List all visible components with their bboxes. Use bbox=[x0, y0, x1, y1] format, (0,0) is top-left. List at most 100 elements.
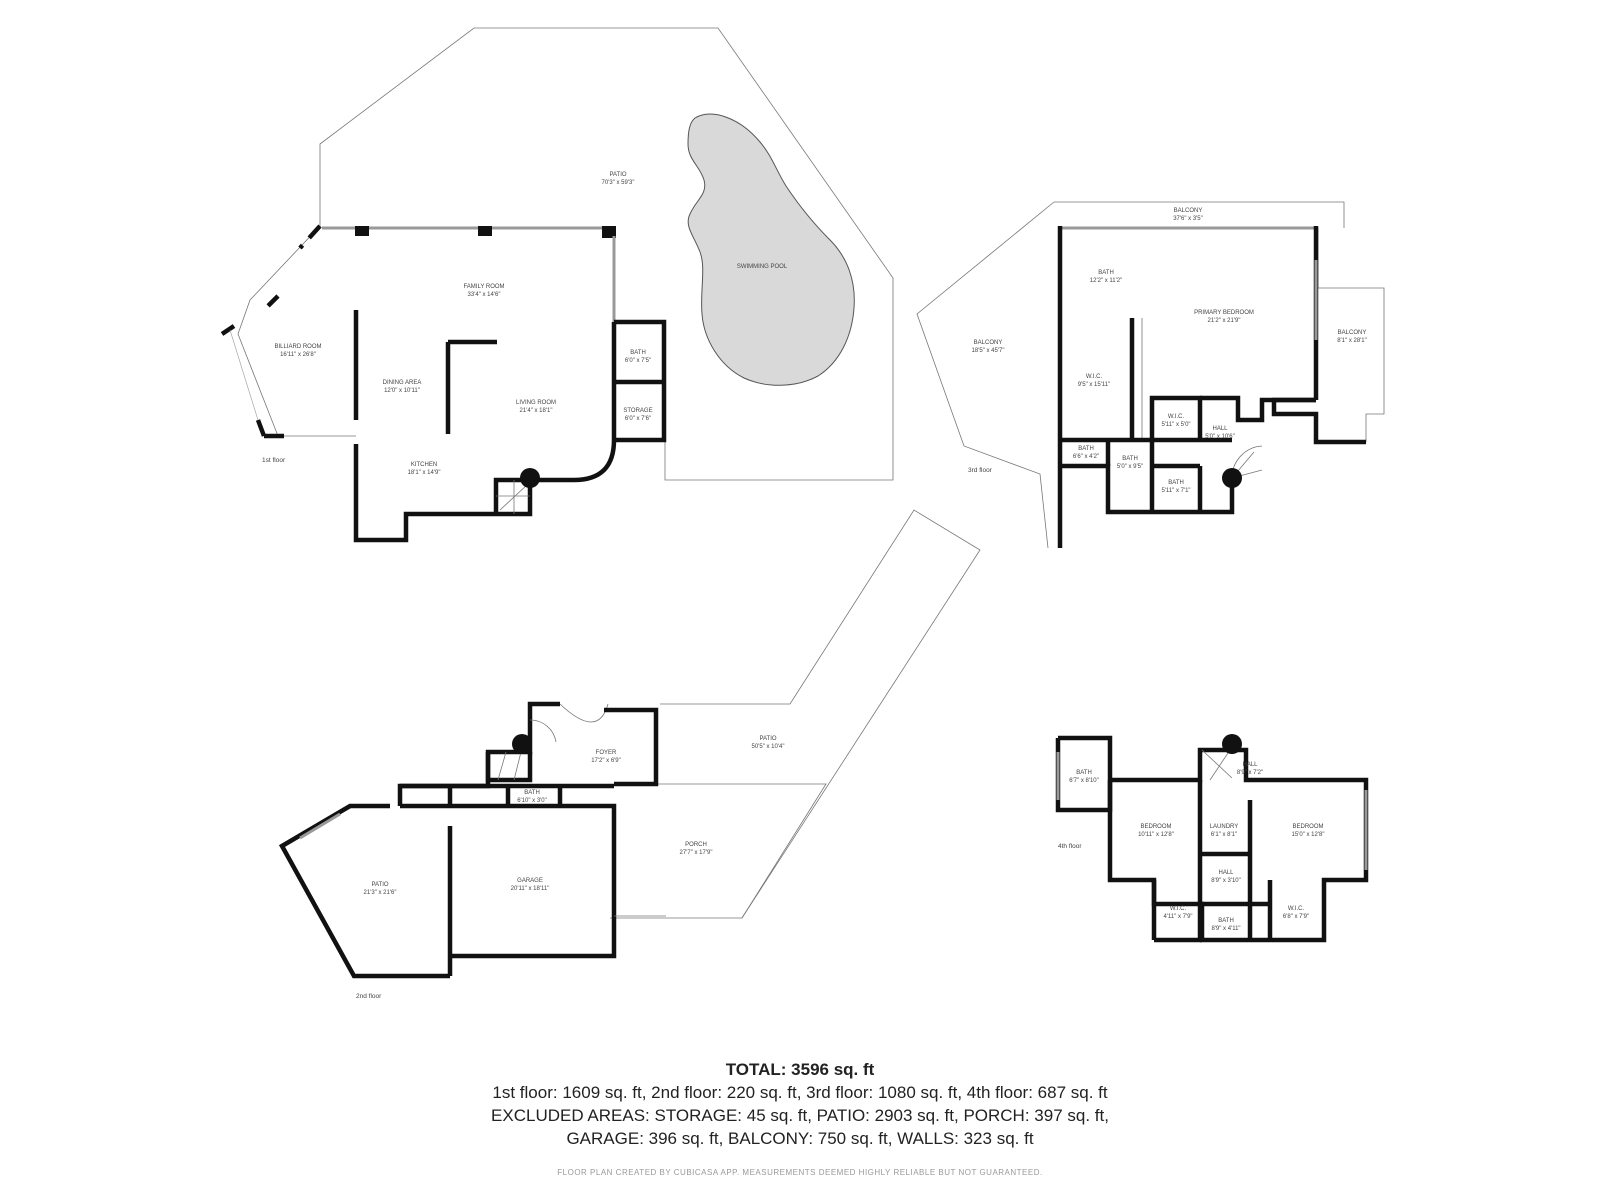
room-dim-bath-b: 5'0" x 9'5" bbox=[1117, 464, 1143, 470]
room-dim-patio-1: 70'3" x 59'3" bbox=[602, 180, 635, 186]
room-dim-balcony-right: 8'1" x 28'1" bbox=[1337, 338, 1367, 344]
first-floor-stair-core bbox=[520, 468, 540, 488]
floor-label-first: 1st floor bbox=[262, 457, 286, 464]
room-name-hall-3: HALL bbox=[1212, 426, 1228, 432]
room-dim-foyer: 17'2" x 6'9" bbox=[591, 758, 621, 764]
walkway-outline bbox=[610, 509, 981, 919]
room-name-pool: SWIMMING POOL bbox=[737, 264, 788, 270]
floor-label-second: 2nd floor bbox=[356, 993, 382, 1000]
first-floor-stair-steps bbox=[496, 480, 530, 514]
swimming-pool bbox=[687, 113, 855, 386]
room-name-wic-left: W.I.C. bbox=[1170, 906, 1187, 912]
room-name-balcony-top: BALCONY bbox=[1174, 208, 1203, 214]
room-dim-bath-top-4: 6'7" x 8'10" bbox=[1069, 778, 1099, 784]
third-inner-south bbox=[1271, 397, 1366, 445]
room-name-kitchen: KITCHEN bbox=[411, 462, 437, 468]
excluded-areas-line-1: EXCLUDED AREAS: STORAGE: 45 sq. ft, PATI… bbox=[491, 1106, 1109, 1125]
excluded-areas-line-2: GARAGE: 396 sq. ft, BALCONY: 750 sq. ft,… bbox=[566, 1129, 1034, 1148]
floor-label-fourth: 4th floor bbox=[1058, 843, 1082, 850]
room-dim-primary: 21'2" x 21'9" bbox=[1208, 318, 1241, 324]
second-patio-window bbox=[299, 812, 341, 840]
third-hall-walls bbox=[1200, 395, 1316, 423]
room-dim-storage-1: 6'0" x 7'6" bbox=[625, 416, 651, 422]
total-area: TOTAL: 3596 sq. ft bbox=[725, 1060, 875, 1079]
room-name-wic-big: W.I.C. bbox=[1086, 374, 1103, 380]
third-floor-stair-core bbox=[1222, 468, 1242, 488]
room-dim-laundry: 6'1" x 8'1" bbox=[1211, 832, 1237, 838]
room-dim-patio-left: 21'3" x 21'6" bbox=[364, 890, 397, 896]
room-dim-bedroom-left: 10'11" x 12'8" bbox=[1138, 832, 1174, 838]
billiard-wall-e bbox=[229, 329, 259, 421]
third-bath-block bbox=[1060, 463, 1235, 515]
curved-wall bbox=[530, 439, 617, 483]
room-name-family: FAMILY ROOM bbox=[463, 284, 504, 290]
third-floor-plan: BALCONY 37'6" x 3'5" BATH 12'2" x 11'2" … bbox=[916, 201, 1385, 549]
room-name-bedroom-left: BEDROOM bbox=[1140, 824, 1171, 830]
room-name-foyer: FOYER bbox=[596, 750, 617, 756]
fourth-main-outline bbox=[1107, 747, 1369, 943]
room-dim-patio-top-2: 50'5" x 10'4" bbox=[752, 744, 785, 750]
second-floor-stair-frame bbox=[485, 752, 533, 783]
room-name-hall-mid: HALL bbox=[1218, 870, 1234, 876]
room-name-bath-c: BATH bbox=[1168, 480, 1184, 486]
room-name-patio-top-2: PATIO bbox=[759, 736, 776, 742]
pillar-a bbox=[355, 226, 369, 236]
pillar-c bbox=[602, 226, 616, 238]
area-summary: TOTAL: 3596 sq. ft 1st floor: 1609 sq. f… bbox=[0, 1058, 1600, 1150]
room-name-patio-1: PATIO bbox=[609, 172, 626, 178]
room-dim-bath-c: 5'11" x 7'1" bbox=[1161, 488, 1190, 494]
room-dim-balcony-top: 37'6" x 3'5" bbox=[1173, 216, 1203, 222]
floor-label-third: 3rd floor bbox=[968, 467, 993, 474]
room-name-wic-small: W.I.C. bbox=[1168, 414, 1185, 420]
room-dim-wic-big: 9'5" x 15'11" bbox=[1078, 382, 1110, 388]
fourth-floor-stair-core bbox=[1222, 734, 1242, 754]
room-dim-billiard: 16'11" x 26'8" bbox=[280, 352, 316, 358]
disclaimer-footer: FLOOR PLAN CREATED BY CUBICASA APP. MEAS… bbox=[557, 1168, 1043, 1177]
room-dim-hall-mid: 8'9" x 3'10" bbox=[1211, 878, 1241, 884]
room-dim-living: 21'4" x 18'1" bbox=[520, 408, 553, 414]
room-dim-hall-top-4: 8'9" x 7'2" bbox=[1237, 770, 1263, 776]
foyer-walls bbox=[604, 707, 659, 787]
third-wic-walls bbox=[1149, 395, 1203, 440]
room-dim-porch: 27'7" x 17'9" bbox=[680, 850, 713, 856]
room-dim-bath-top-3: 12'2" x 11'2" bbox=[1090, 278, 1122, 284]
billiard-wall-segments bbox=[298, 224, 322, 250]
fourth-floor-stair-steps bbox=[1201, 749, 1233, 781]
first-floor-stair-frame bbox=[493, 477, 530, 514]
room-dim-garage: 20'11" x 18'11" bbox=[511, 886, 550, 892]
billiard-wall-b bbox=[220, 324, 236, 336]
first-floor-plan: PATIO 70'3" x 59'3" SWIMMING POOL FAMILY… bbox=[220, 27, 894, 543]
room-name-primary: PRIMARY BEDROOM bbox=[1194, 310, 1254, 316]
room-name-dining: DINING AREA bbox=[383, 380, 422, 386]
porch-outline bbox=[614, 783, 827, 919]
room-dim-bath-2: 6'10" x 3'0" bbox=[517, 798, 547, 804]
room-dim-hall-3: 5'0" x 10'6" bbox=[1205, 434, 1235, 440]
room-name-hall-top-4: HALL bbox=[1242, 762, 1258, 768]
room-name-bath-1: BATH bbox=[630, 350, 646, 356]
room-dim-wic-small: 5'11" x 5'0" bbox=[1161, 422, 1190, 428]
billiard-room-outline bbox=[237, 225, 356, 437]
room-name-bath-b: BATH bbox=[1122, 456, 1138, 462]
room-dim-family: 33'4" x 14'6" bbox=[468, 292, 501, 298]
room-name-porch: PORCH bbox=[685, 842, 707, 848]
room-name-laundry: LAUNDRY bbox=[1210, 824, 1239, 830]
room-dim-wic-left: 4'11" x 7'9" bbox=[1163, 914, 1192, 920]
room-name-patio-left: PATIO bbox=[371, 882, 388, 888]
garage-walls bbox=[400, 803, 617, 959]
room-name-bath-top-3: BATH bbox=[1098, 270, 1114, 276]
room-dim-balcony-left: 18'5" x 45'7" bbox=[972, 348, 1005, 354]
room-name-bath-2: BATH bbox=[524, 790, 540, 796]
room-name-wic-right: W.I.C. bbox=[1288, 906, 1305, 912]
room-name-balcony-right: BALCONY bbox=[1338, 330, 1367, 336]
room-name-balcony-left: BALCONY bbox=[974, 340, 1003, 346]
billiard-wall-a bbox=[266, 294, 280, 308]
third-floor-balcony-left-outline bbox=[916, 201, 1055, 549]
room-name-garage: GARAGE bbox=[517, 878, 543, 884]
second-floor-stair-core bbox=[512, 734, 532, 754]
second-west-patio-walls bbox=[278, 803, 450, 979]
fourth-floor-plan: BATH 6'7" x 8'10" HALL 8'9" x 7'2" BEDRO… bbox=[1055, 734, 1369, 943]
room-dim-kitchen: 18'1" x 14'9" bbox=[408, 470, 441, 476]
room-dim-bath-bottom-4: 8'9" x 4'11" bbox=[1211, 926, 1240, 932]
room-name-bath-a: BATH bbox=[1078, 446, 1094, 452]
